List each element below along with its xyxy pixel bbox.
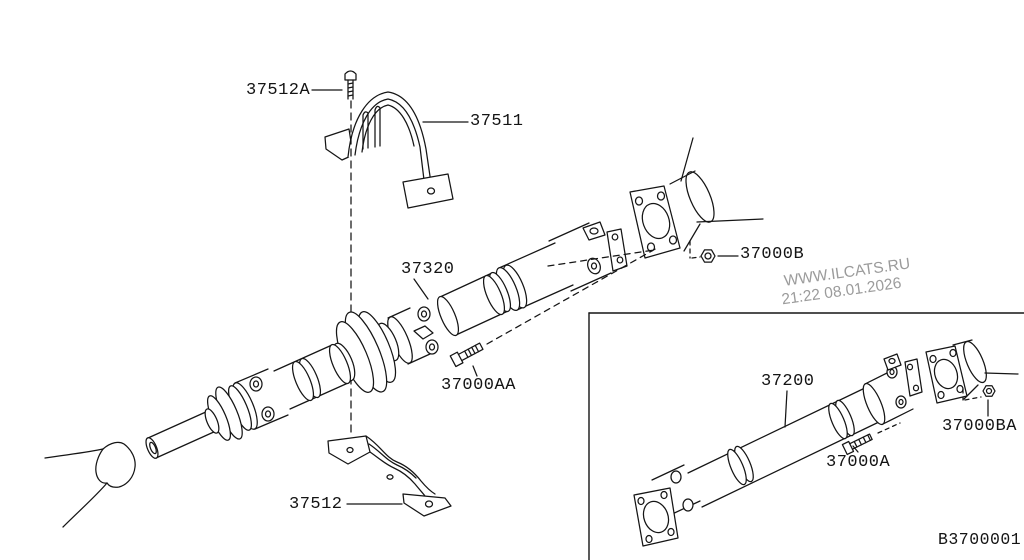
nut-37000ba-drawing — [962, 385, 996, 401]
companion-flange-main-drawing — [629, 185, 681, 259]
label-leader-lines — [311, 89, 989, 505]
tube-front-drawing — [273, 343, 352, 410]
bracket-37512-drawing — [327, 435, 452, 517]
part-label-37000AA[interactable]: 37000AA — [441, 376, 516, 395]
diagram-code: B3700001 — [938, 530, 1022, 549]
part-label-37320[interactable]: 37320 — [401, 260, 455, 279]
differential-stub-drawing — [669, 137, 764, 252]
part-label-37512[interactable]: 37512 — [289, 495, 343, 514]
rear-sleeve-drawing — [495, 242, 574, 312]
inset-rear-yoke-drawing — [862, 353, 923, 426]
part-label-37000B[interactable]: 37000B — [740, 245, 805, 264]
inset-tube-drawing — [687, 386, 882, 508]
rear-yoke-main-drawing — [548, 221, 628, 292]
inset-rear-flange-drawing — [925, 345, 968, 404]
inset-front-flange-drawing — [633, 487, 679, 547]
bolt-37512a-drawing — [344, 70, 357, 100]
inset-box — [588, 312, 1024, 560]
part-label-37511[interactable]: 37511 — [470, 112, 524, 131]
part-label-37512A[interactable]: 37512A — [246, 81, 311, 100]
tube-rear-drawing — [436, 271, 512, 337]
part-label-37200[interactable]: 37200 — [761, 372, 815, 391]
bolt-37000a-drawing — [841, 422, 901, 456]
part-label-37000BA[interactable]: 37000BA — [942, 417, 1017, 436]
bolt-37000aa-drawing — [449, 247, 658, 368]
part-label-37000A[interactable]: 37000A — [826, 453, 891, 472]
inset-front-yoke-drawing — [651, 464, 701, 517]
inset-pinion-cylinder-drawing — [952, 339, 1019, 400]
universal-joint-37320-drawing — [387, 306, 439, 365]
bracket-37511-drawing — [324, 91, 454, 209]
spline-shaft-tip-drawing — [145, 408, 220, 459]
nut-37000b-drawing — [689, 240, 716, 263]
transmission-tail-cone-drawing — [44, 441, 136, 528]
